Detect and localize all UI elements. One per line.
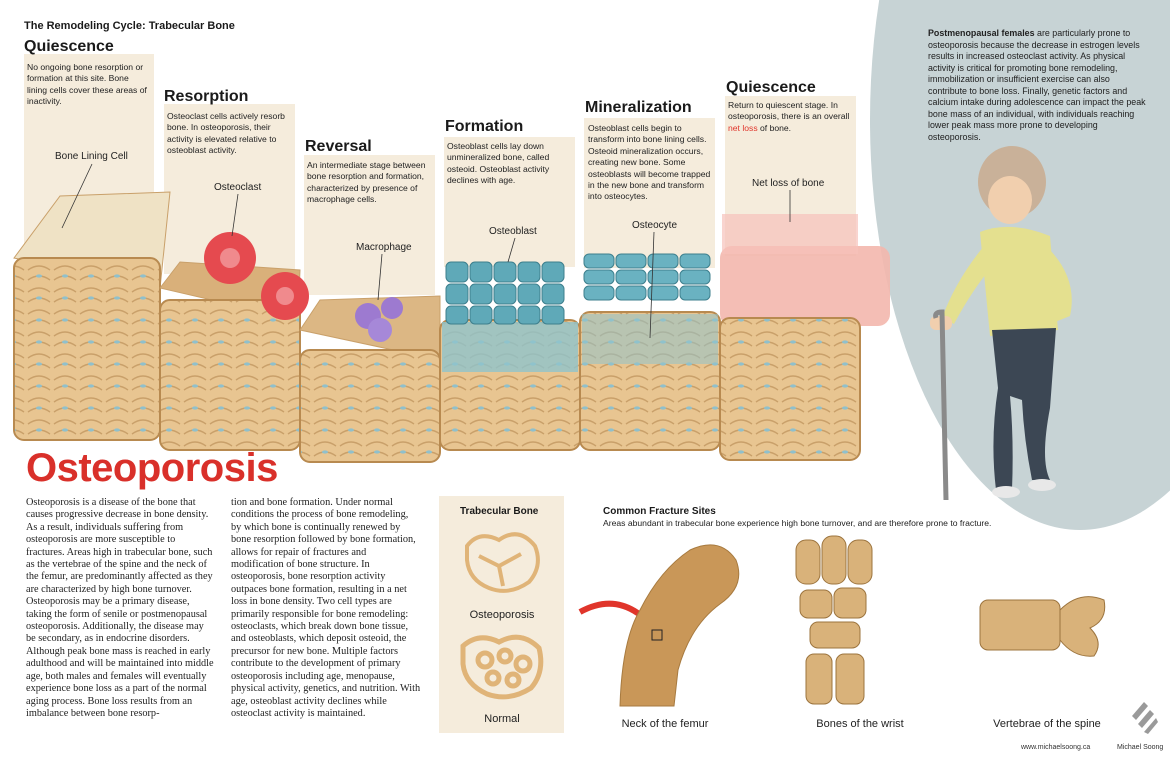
shoe-left <box>992 486 1020 498</box>
stage-title-reversal: Reversal <box>305 138 372 155</box>
osteoid-layer-5 <box>582 314 718 364</box>
stage-box-reversal <box>304 155 435 295</box>
stage-text-quiescence-1: No ongoing bone resorption or formation … <box>27 62 147 107</box>
bone-block-6 <box>719 317 861 461</box>
stage-text-reversal: An intermediate stage between bone resor… <box>307 160 426 205</box>
sidebar-body: are particularly prone to osteoporosis b… <box>928 28 1146 142</box>
bone-block-6-top <box>720 246 890 326</box>
wrist-bones <box>795 535 873 705</box>
torso <box>980 226 1058 336</box>
bone-block-2 <box>159 299 301 451</box>
lining-cells-mineralization <box>583 253 711 301</box>
femur-highlight-square <box>651 629 663 641</box>
footer-url: www.michaelsoong.ca <box>1021 744 1091 751</box>
label-normal: Normal <box>484 713 520 725</box>
stage-title-quiescence-2: Quiescence <box>726 79 816 96</box>
cane-icon <box>933 309 949 501</box>
osteoid-layer-4 <box>442 322 578 372</box>
stage-text-quiescence-2: Return to quiescent stage. In osteoporos… <box>728 100 852 134</box>
stage-title-resorption: Resorption <box>164 88 249 105</box>
sidebar-lead: Postmenopausal females <box>928 28 1035 38</box>
stage-title-mineralization: Mineralization <box>585 99 692 116</box>
stage-text-resorption: Osteoclast cells actively resorb bone. I… <box>167 111 285 156</box>
stage-text-quiescence-2-a: Return to quiescent stage. In osteoporos… <box>728 100 850 122</box>
stage-title-quiescence-1: Quiescence <box>24 38 114 55</box>
osteoporosis-text-col2: tion and bone formation. Under normal co… <box>231 497 421 719</box>
macrophage-cells <box>355 297 403 342</box>
stage-box-formation <box>444 137 575 267</box>
vertebra <box>979 596 1106 657</box>
shoe-right <box>1028 479 1056 491</box>
osteoporotic-bone-pattern <box>465 532 540 593</box>
stage-text-quiescence-2-b: of bone. <box>757 122 792 133</box>
arm-left <box>942 246 994 324</box>
face <box>988 176 1032 224</box>
osteoclast-cells <box>204 232 309 320</box>
trabecular-bone-title: Trabecular Bone <box>460 506 539 517</box>
net-loss-highlight: net loss <box>728 122 758 133</box>
label-osteocyte: Osteocyte <box>632 220 678 231</box>
stage-box-mineralization <box>584 118 715 268</box>
stage-title-formation: Formation <box>445 118 524 135</box>
fracture-subtitle: Areas abundant in trabecular bone experi… <box>603 518 992 528</box>
label-bones-of-wrist: Bones of the wrist <box>816 718 904 730</box>
label-bone-lining-cell: Bone Lining Cell <box>55 151 128 162</box>
footer-author: Michael Soong <box>1117 744 1164 751</box>
trabecular-bone-panel <box>439 496 564 733</box>
fracture-sites-illustrations <box>578 535 1106 707</box>
arm-right <box>1040 250 1072 324</box>
label-macrophage: Macrophage <box>356 242 412 253</box>
label-vertebrae-of-spine: Vertebrae of the spine <box>993 718 1101 730</box>
stage-text-formation: Osteoblast cells lay down unmineralized … <box>447 141 550 186</box>
stage-text-mineralization: Osteoblast cells begin to transform into… <box>588 123 711 202</box>
osteoporosis-title: Osteoporosis <box>26 446 278 490</box>
femur-bone <box>619 544 740 707</box>
osteoblast-cells <box>445 261 565 325</box>
label-osteoblast: Osteoblast <box>489 226 537 237</box>
bone-block-3 <box>299 349 441 463</box>
osteoporosis-text-col1: Osteoporosis is a disease of the bone th… <box>26 497 214 719</box>
trabecular-bone-images <box>460 532 544 700</box>
bone-block-1 <box>13 257 161 441</box>
woman-with-cane-illustration <box>930 146 1072 501</box>
sidebar-text: Postmenopausal females are particularly … <box>928 28 1150 143</box>
page-title: The Remodeling Cycle: Trabecular Bone <box>24 20 235 32</box>
label-neck-of-femur: Neck of the femur <box>621 718 709 730</box>
label-net-loss-of-bone: Net loss of bone <box>752 178 825 189</box>
fracture-title: Common Fracture Sites <box>603 506 716 517</box>
label-osteoclast: Osteoclast <box>214 182 262 193</box>
label-osteoporosis: Osteoporosis <box>469 609 535 621</box>
normal-bone-pattern <box>460 634 544 700</box>
legs <box>992 328 1056 490</box>
author-logo-icon <box>1132 702 1158 734</box>
